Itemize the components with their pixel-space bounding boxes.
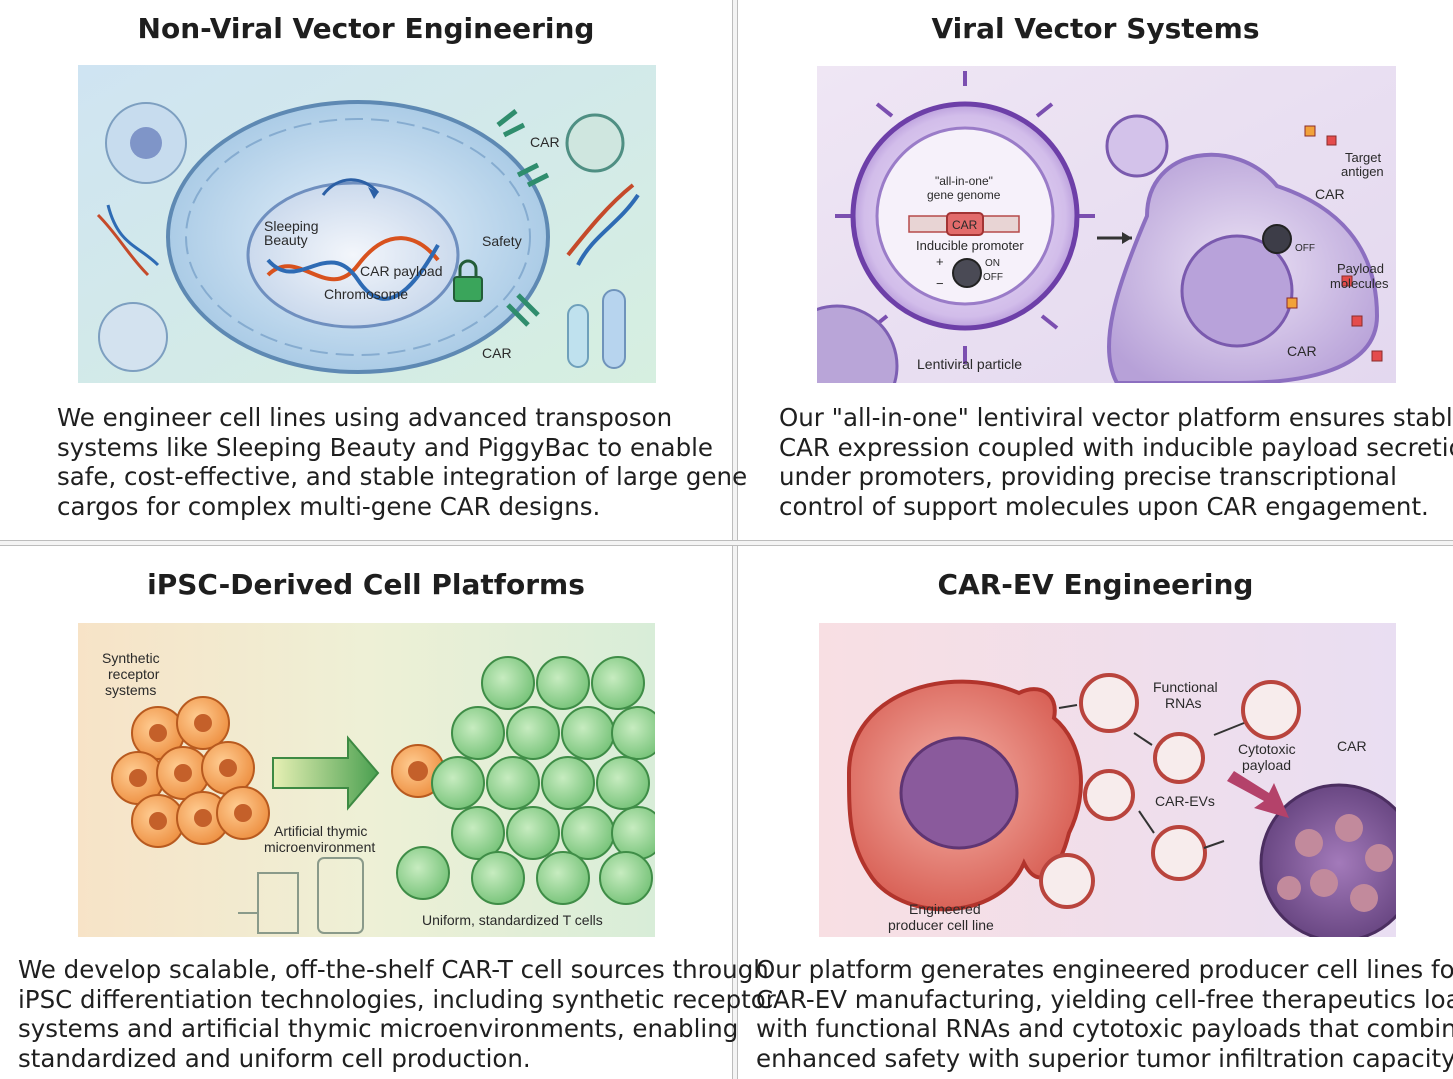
label-plus: + [936, 254, 944, 269]
panel-viral: Viral Vector Systems [738, 0, 1453, 540]
panel-description: Our platform generates engineered produc… [756, 955, 1453, 1073]
label-on: ON [985, 258, 1000, 269]
label-cytotoxic: Cytotoxic [1238, 741, 1296, 757]
label-car-right: CAR [1315, 186, 1345, 202]
label-off: OFF [983, 272, 1003, 283]
label-beauty: Beauty [264, 232, 308, 248]
label-antigen: antigen [1341, 164, 1384, 179]
label-car-payload: CAR payload [360, 263, 443, 279]
label-uniform: Uniform, standardized T cells [422, 912, 603, 928]
panel-title: CAR-EV Engineering [937, 568, 1254, 601]
panel-title: iPSC-Derived Cell Platforms [147, 568, 585, 601]
label-car: CAR [1337, 738, 1367, 754]
label-car-box: CAR [952, 218, 978, 232]
label-artificial: Artificial thymic [274, 823, 367, 839]
panel-description: Our "all-in-one" lentiviral vector platf… [779, 403, 1453, 521]
label-payload: payload [1242, 757, 1291, 773]
label-synthetic: Synthetic [102, 650, 160, 666]
label-car-bottom: CAR [1287, 343, 1317, 359]
label-chromosome: Chromosome [324, 286, 408, 302]
vertical-divider [732, 0, 738, 1079]
non-viral-illustration: Sleeping Beauty CAR payload Chromosome S… [78, 65, 656, 383]
viral-illustration: "all-in-one" gene genome CAR Inducible p… [817, 66, 1396, 383]
panel-description: We develop scalable, off-the-shelf CAR-T… [18, 955, 776, 1073]
label-molecules: molecules [1330, 276, 1389, 291]
label-target: Target [1345, 150, 1382, 165]
label-payload: Payload [1337, 261, 1384, 276]
label-producer: producer cell line [888, 917, 994, 933]
label-receptor: receptor [108, 666, 160, 682]
panel-description: We engineer cell lines using advanced tr… [57, 403, 748, 521]
label-car-bottom: CAR [482, 345, 512, 361]
label-rnas: RNAs [1165, 695, 1202, 711]
label-off2: OFF [1295, 243, 1315, 254]
label-car-evs: CAR-EVs [1155, 793, 1215, 809]
label-gene-genome: gene genome [927, 188, 1001, 202]
label-car-top: CAR [530, 134, 560, 150]
label-all-in-one: "all-in-one" [935, 174, 993, 188]
label-systems: systems [105, 682, 156, 698]
label-inducible: Inducible promoter [916, 238, 1024, 253]
label-microenv: microenvironment [264, 839, 375, 855]
label-minus: − [936, 276, 944, 291]
car-ev-illustration: Functional RNAs Cytotoxic payload CAR-EV… [819, 623, 1396, 937]
panel-title: Viral Vector Systems [931, 12, 1260, 45]
panel-non-viral: Non-Viral Vector Engineering [0, 0, 747, 540]
label-safety: Safety [482, 233, 522, 249]
label-engineered: Engineered [909, 901, 981, 917]
horizontal-divider [0, 540, 1453, 546]
panel-ipsc: iPSC-Derived Cell Platforms [0, 546, 776, 1079]
panel-car-ev: CAR-EV Engineering [738, 546, 1453, 1079]
ipsc-illustration: Synthetic receptor systems Artificial th… [78, 623, 655, 937]
label-sleeping: Sleeping [264, 218, 319, 234]
label-functional: Functional [1153, 679, 1218, 695]
panel-title: Non-Viral Vector Engineering [137, 12, 595, 45]
label-lentiviral: Lentiviral particle [917, 356, 1022, 372]
